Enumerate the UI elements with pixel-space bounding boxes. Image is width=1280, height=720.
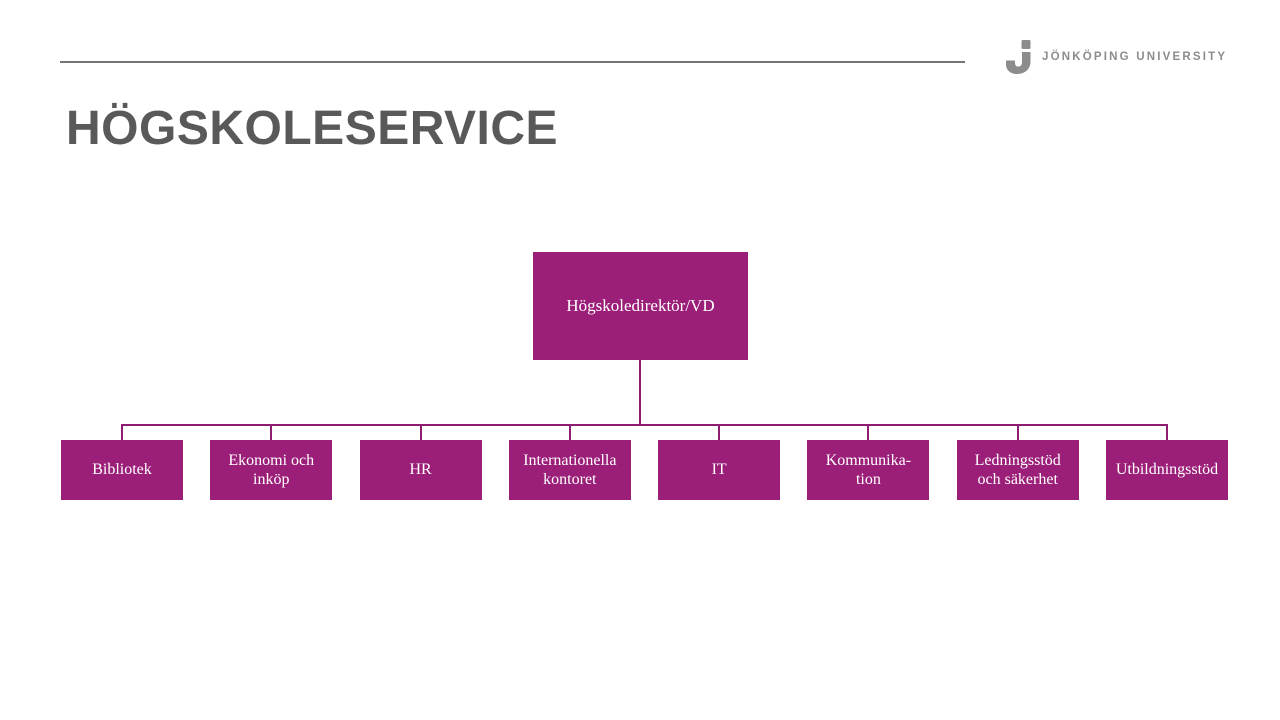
header-divider-line — [60, 61, 965, 63]
org-box-child[interactable]: Internationella kontoret — [508, 440, 631, 500]
connector-drop-line — [1016, 424, 1019, 440]
org-box-child[interactable]: Ledningsstöd och säkerhet — [956, 440, 1079, 500]
connector-drop-line — [270, 424, 273, 440]
org-box-child-label: Bibliotek — [92, 461, 152, 479]
org-box-child-label: Utbildningsstöd — [1115, 461, 1219, 479]
org-child-cell: IT — [658, 424, 781, 500]
connector-drop-line — [568, 424, 571, 440]
connector-drop-line — [121, 424, 123, 440]
connector-drop-line — [867, 424, 870, 440]
org-box-child-label: Ekonomi och inköp — [228, 451, 315, 488]
org-child-cell: Kommunika-tion — [807, 424, 930, 500]
org-child-cell: Ledningsstöd och säkerhet — [956, 424, 1079, 500]
university-logo: JÖNKÖPING UNIVERSITY — [1004, 40, 1227, 74]
org-box-child[interactable]: Ekonomi och inköp — [210, 440, 333, 500]
org-box-child-label: Ledningsstöd och säkerhet — [974, 451, 1061, 488]
org-child-cell: Ekonomi och inköp — [210, 424, 333, 500]
org-child-cell: Internationella kontoret — [508, 424, 631, 500]
org-box-child[interactable]: IT — [658, 440, 781, 500]
org-box-child-label: Internationella kontoret — [523, 451, 617, 488]
org-box-child-label: HR — [409, 461, 432, 479]
university-wordmark: JÖNKÖPING UNIVERSITY — [1042, 51, 1228, 63]
page-title: HÖGSKOLESERVICE — [66, 102, 559, 155]
org-box-child-label: Kommunika-tion — [825, 451, 912, 488]
org-box-child[interactable]: Kommunika-tion — [807, 440, 930, 500]
org-box-child[interactable]: Utbildningsstöd — [1105, 440, 1228, 500]
org-child-cell: Bibliotek — [61, 424, 183, 500]
connector-drop-line — [718, 424, 721, 440]
org-box-child-label: IT — [711, 461, 727, 479]
org-child-cell: HR — [359, 424, 482, 500]
connector-horizontal-line — [121, 424, 1168, 426]
ju-monogram-icon — [1004, 40, 1031, 74]
connector-drop-line — [1165, 424, 1168, 440]
connector-drop-line — [419, 424, 422, 440]
org-box-root-label: Högskoledirektör/VD — [566, 296, 715, 315]
org-box-child[interactable]: Bibliotek — [61, 440, 183, 500]
org-box-root[interactable]: Högskoledirektör/VD — [533, 252, 748, 360]
org-box-child[interactable]: HR — [359, 440, 482, 500]
connector-root-vertical-line — [639, 360, 641, 424]
org-child-cell: Utbildningsstöd — [1105, 424, 1228, 500]
org-children-row: Bibliotek Ekonomi och inköp HR Internati… — [61, 424, 1228, 500]
